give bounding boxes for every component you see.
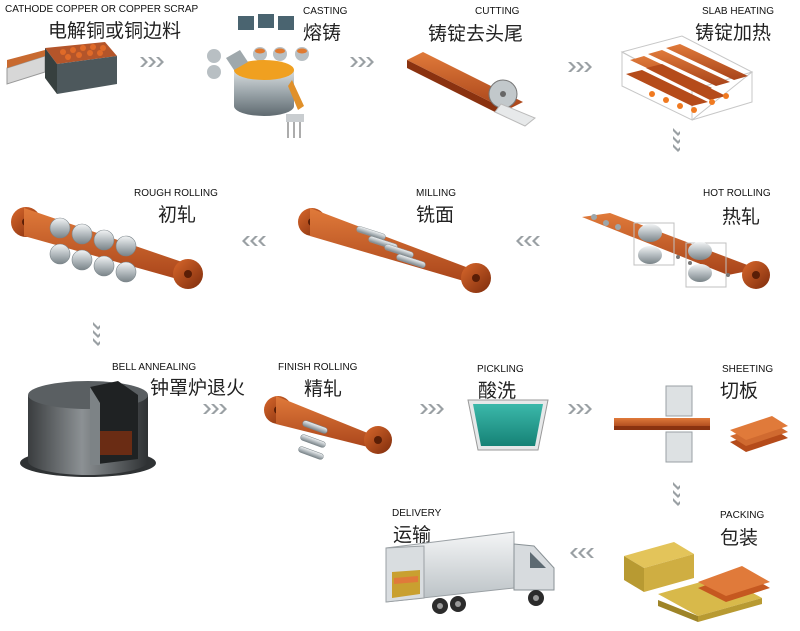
flow-arrow-right xyxy=(140,57,164,67)
flow-arrow-left xyxy=(242,236,266,246)
step-label-cn: 酸洗 xyxy=(478,380,517,402)
flow-arrow-right xyxy=(568,404,592,414)
step-label-cn: 热轧 xyxy=(722,206,761,228)
flow-arrow-down xyxy=(93,322,100,346)
flow-arrow-left xyxy=(570,548,594,558)
packing-pallet-illustration xyxy=(624,542,770,622)
step-label-cn: 运输 xyxy=(393,524,432,546)
step-label-en: CASTING xyxy=(303,6,348,17)
step-label-cn: 钟罩炉退火 xyxy=(150,377,246,399)
flow-arrow-down xyxy=(673,482,680,506)
step-label-cn: 切板 xyxy=(720,380,759,402)
step-label-en: DELIVERY xyxy=(392,508,442,519)
rough-rolling-mill-illustration xyxy=(11,207,203,289)
step-label-en: SHEETING xyxy=(722,364,774,375)
step-label-cn: 熔铸 xyxy=(303,22,342,44)
milling-illustration xyxy=(298,208,491,293)
step-label-en: CUTTING xyxy=(475,6,520,17)
casting-furnace-illustration xyxy=(207,14,309,138)
flow-arrow-right xyxy=(203,404,227,414)
flow-arrow-right xyxy=(420,404,444,414)
heating-furnace-illustration xyxy=(620,35,754,121)
step-label-en: BELL ANNEALING xyxy=(112,362,197,373)
flow-arrow-left xyxy=(516,236,540,246)
step-label-en: PICKLING xyxy=(477,364,524,375)
step-label-cn: 铣面 xyxy=(416,204,455,226)
delivery-truck-illustration xyxy=(385,531,555,614)
step-label-en: HOT ROLLING xyxy=(703,188,771,199)
step-label-cn: 铸锭加热 xyxy=(695,22,772,44)
step-label-en: FINISH ROLLING xyxy=(278,362,358,373)
step-label-cn: 初轧 xyxy=(158,204,197,226)
flow-arrow-right xyxy=(350,57,374,67)
pickling-tank-illustration xyxy=(467,399,549,451)
step-label-en: ROUGH ROLLING xyxy=(134,188,218,199)
step-label-en: PACKING xyxy=(720,510,765,521)
step-label-en: MILLING xyxy=(416,188,457,199)
bell-furnace-illustration xyxy=(20,381,156,477)
hot-rolling-mill-illustration xyxy=(582,213,770,289)
step-label-cn: 电解铜或铜边料 xyxy=(48,20,182,42)
step-label-en: SLAB HEATING xyxy=(702,6,775,17)
step-label-cn: 铸锭去头尾 xyxy=(428,23,524,45)
flow-arrow-down xyxy=(673,128,680,152)
step-label-en: CATHODE COPPER OR COPPER SCRAP xyxy=(5,4,199,15)
step-label-cn: 包装 xyxy=(720,527,759,549)
step-label-cn: 精轧 xyxy=(304,378,343,400)
shearing-illustration xyxy=(614,385,788,463)
ingot-cutting-illustration xyxy=(407,52,536,127)
copper-pile-illustration xyxy=(6,42,117,94)
flow-arrow-right xyxy=(568,62,592,72)
finish-rolling-mill-illustration xyxy=(264,396,392,460)
